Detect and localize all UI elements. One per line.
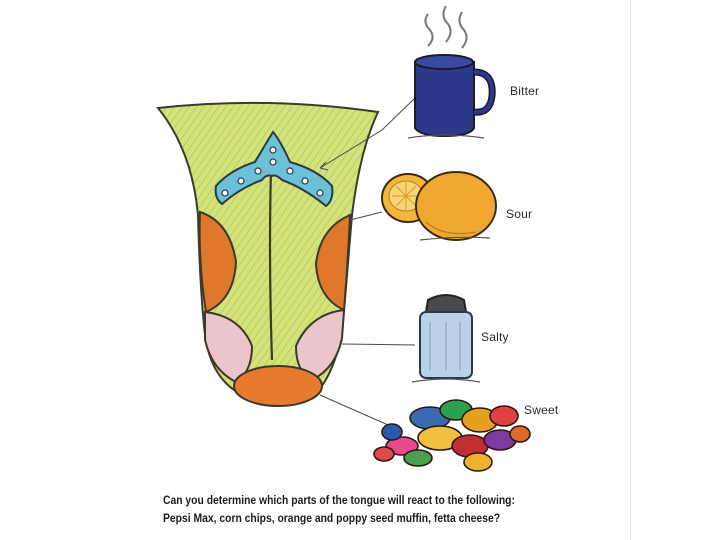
bitter-label: Bitter (510, 84, 539, 98)
lemon-icon (382, 172, 496, 240)
coffee-mug-icon (408, 6, 492, 138)
salty-label: Salty (481, 330, 509, 344)
sour-label: Sour (506, 207, 532, 221)
candies-icon (374, 400, 530, 471)
sweet-label: Sweet (524, 403, 558, 417)
salt-shaker-icon (412, 295, 480, 382)
salty-pointer-line (342, 344, 415, 345)
sweet-zone (234, 366, 322, 406)
sour-pointer-line (350, 212, 382, 220)
tongue (158, 103, 378, 406)
question-text: Can you determine which parts of the ton… (163, 492, 541, 528)
sweet-pointer-line (320, 395, 395, 428)
